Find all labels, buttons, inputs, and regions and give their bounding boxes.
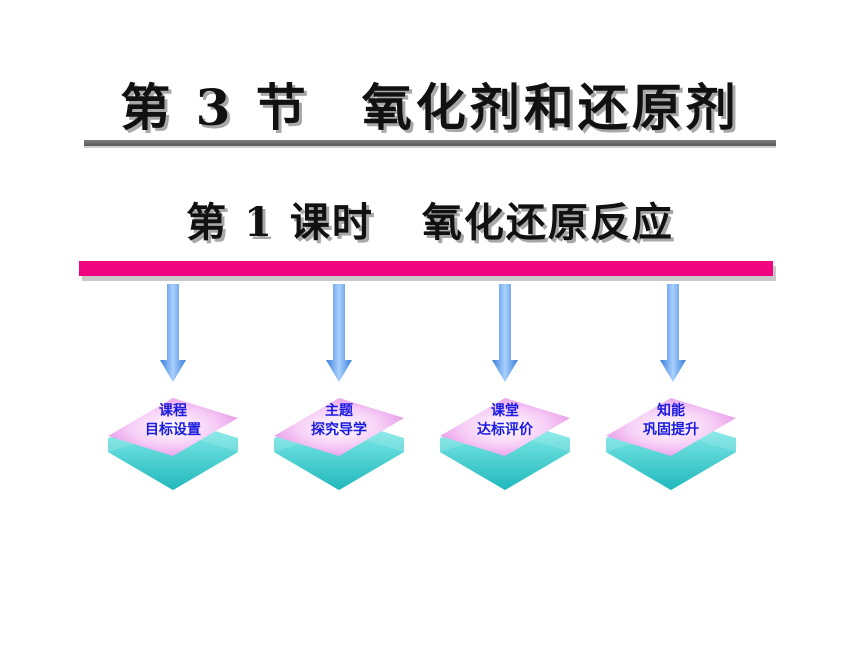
diamond-block-icon (440, 398, 570, 490)
nav-class-assessment-button[interactable]: 课堂 达标评价 (440, 394, 570, 494)
down-arrow-icon (160, 284, 186, 382)
nav-course-goals-button[interactable]: 课程 目标设置 (108, 394, 238, 494)
pink-divider (79, 261, 773, 276)
nav-label-line2: 目标设置 (145, 422, 201, 438)
diamond-block-icon (274, 398, 404, 490)
down-arrow-icon (660, 284, 686, 382)
nav-label-line2: 巩固提升 (643, 422, 699, 438)
nav-label-line2: 达标评价 (477, 422, 533, 438)
period-number: 第 1 课时 (186, 199, 374, 246)
section-name: 氧化剂和还原剂 (361, 78, 740, 137)
down-arrow-icon (326, 284, 352, 382)
lesson-subtitle: 第 1 课时氧化还原反应 (0, 190, 860, 248)
nav-label-line2: 探究导学 (311, 422, 367, 438)
nav-label-line1: 主题 (325, 403, 353, 419)
lesson-title: 第 3 节氧化剂和还原剂 (0, 68, 860, 140)
nav-label-line1: 知能 (657, 403, 685, 419)
section-number: 第 3 节 (120, 78, 310, 137)
diamond-block-icon (606, 398, 736, 490)
nav-label-line1: 课程 (159, 403, 187, 419)
nav-topic-inquiry-button[interactable]: 主题 探究导学 (274, 394, 404, 494)
period-topic: 氧化还原反应 (421, 199, 674, 246)
diamond-block-icon (108, 398, 238, 490)
title-divider (84, 140, 776, 148)
nav-label-line1: 课堂 (491, 403, 519, 419)
nav-knowledge-consolidation-button[interactable]: 知能 巩固提升 (606, 394, 736, 494)
down-arrow-icon (492, 284, 518, 382)
